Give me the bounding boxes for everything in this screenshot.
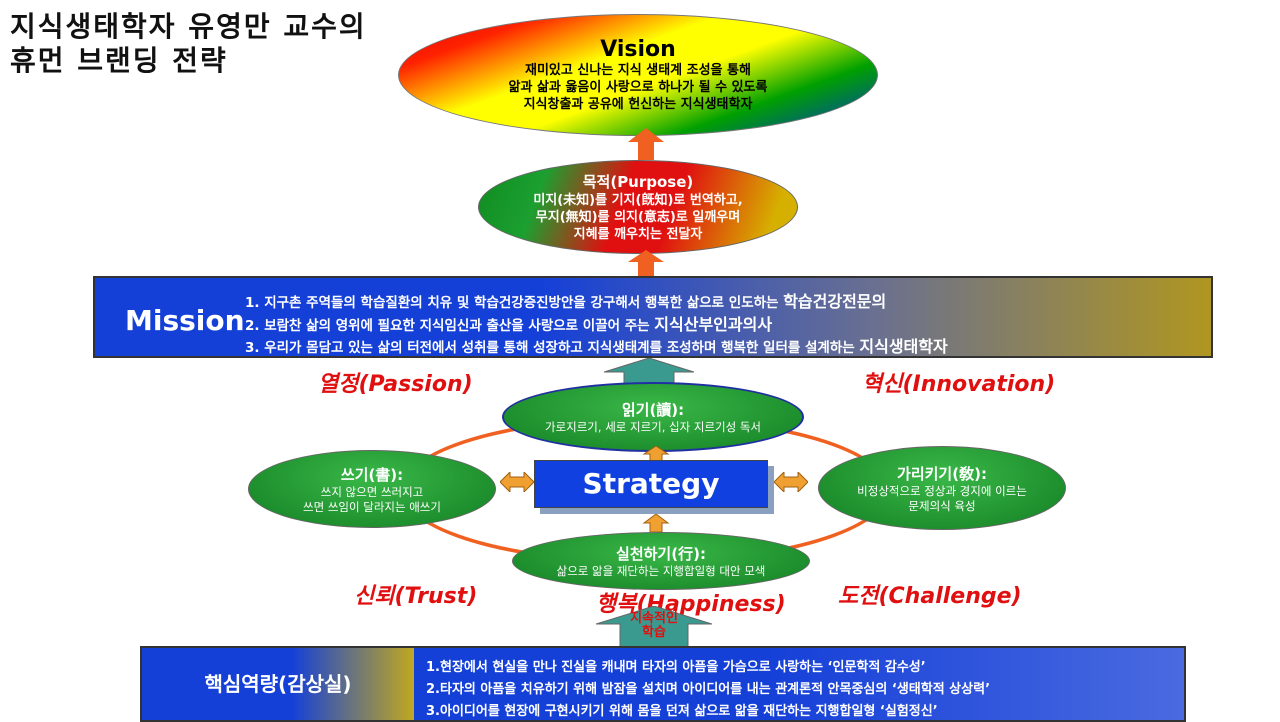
teaching-ellipse: 가리키기(敎): 비정상적으로 정상과 경지에 이르는 문제의식 육성 (818, 446, 1066, 530)
continuous-learning-label: 지속적인 학습 (630, 611, 678, 640)
value-innovation: 혁신(Innovation) (862, 372, 1056, 397)
double-arrow-icon (642, 446, 670, 462)
writing-desc: 쓰면 쓰임이 달라지는 애쓰기 (303, 499, 441, 514)
mission-heading: Mission (125, 304, 245, 337)
mission-item: 2. 보람찬 삶의 영위에 필요한 지식임신과 출산을 사랑으로 이끌어 주는 … (245, 315, 773, 334)
vision-line: 앎과 삶과 옳음이 사랑으로 하나가 될 수 있도록 (508, 80, 768, 95)
core-competence-label: 핵심역량(감상실) (142, 648, 414, 720)
writing-ellipse: 쓰기(書): 쓰지 않으면 쓰러지고 쓰면 쓰임이 달라지는 애쓰기 (248, 450, 496, 528)
reading-ellipse: 읽기(讀): 가로지르기, 세로 지르기, 십자 지르기성 독서 (502, 382, 804, 452)
purpose-line: 지혜를 깨우치는 전달자 (573, 227, 703, 242)
mission-item: 1. 지구촌 주역들의 학습질환의 치유 및 학습건강증진방안을 강구해서 행복… (245, 292, 887, 311)
purpose-ellipse: 목적(Purpose) 미지(未知)를 기지(旣知)로 번역하고, 무지(無知)… (478, 160, 798, 254)
teaching-desc: 비정상적으로 정상과 경지에 이르는 (857, 483, 1027, 498)
practice-ellipse: 실천하기(行): 삶으로 앎을 재단하는 지행합일형 대안 모색 (512, 532, 810, 590)
writing-heading: 쓰기(書): (340, 465, 404, 484)
page-title: 지식생태학자 유영만 교수의 휴먼 브랜딩 전략 (10, 10, 367, 78)
purpose-line: 무지(無知)를 의지(意志)로 일깨우며 (535, 210, 741, 225)
practice-heading: 실천하기(行): (616, 545, 706, 563)
double-arrow-icon (500, 472, 534, 492)
writing-desc: 쓰지 않으면 쓰러지고 (320, 484, 424, 499)
arrow-up-icon (628, 250, 664, 278)
reading-desc: 가로지르기, 세로 지르기, 십자 지르기성 독서 (544, 420, 762, 434)
practice-desc: 삶으로 앎을 재단하는 지행합일형 대안 모색 (556, 564, 766, 578)
title-line-1: 지식생태학자 유영만 교수의 (10, 10, 367, 43)
value-trust: 신뢰(Trust) (354, 584, 478, 609)
double-arrow-icon (774, 472, 808, 492)
arrow-up-icon (604, 358, 694, 386)
arrow-up-icon (628, 128, 664, 160)
core-item: 3.아이디어를 현장에 구현시키기 위해 몸을 던져 삶으로 앎을 재단하는 지… (426, 704, 938, 719)
teaching-desc: 문제의식 육성 (908, 498, 976, 513)
vision-heading: Vision (600, 37, 676, 62)
value-happiness: 행복(Happiness) (596, 592, 786, 617)
double-arrow-icon (642, 514, 670, 532)
purpose-line: 미지(未知)를 기지(旣知)로 번역하고, (533, 193, 743, 208)
reading-heading: 읽기(讀): (621, 401, 685, 419)
vision-line: 재미있고 신나는 지식 생태계 조성을 통해 (525, 63, 751, 78)
vision-line: 지식창출과 공유에 헌신하는 지식생태학자 (523, 97, 753, 112)
mission-box: Mission 1. 지구촌 주역들의 학습질환의 치유 및 학습건강증진방안을… (93, 276, 1213, 358)
purpose-heading: 목적(Purpose) (582, 173, 694, 191)
mission-item: 3. 우리가 몸담고 있는 삶의 터전에서 성취를 통해 성장하고 지식생태계를… (245, 337, 948, 356)
title-line-2: 휴먼 브랜딩 전략 (10, 44, 228, 77)
core-competence-box: 핵심역량(감상실) 1.현장에서 현실을 만나 진실을 캐내며 타자의 아픔을 … (140, 646, 1186, 722)
value-passion: 열정(Passion) (318, 372, 473, 397)
core-item: 1.현장에서 현실을 만나 진실을 캐내며 타자의 아픔을 가슴으로 사랑하는 … (426, 660, 926, 675)
teaching-heading: 가리키기(敎): (897, 464, 987, 483)
vision-ellipse: Vision 재미있고 신나는 지식 생태계 조성을 통해 앎과 삶과 옳음이 … (398, 14, 878, 136)
core-item: 2.타자의 아픔을 치유하기 위해 밤잠을 설치며 아이디어를 내는 관계론적 … (426, 682, 991, 697)
strategy-box: Strategy (534, 460, 768, 508)
value-challenge: 도전(Challenge) (838, 584, 1022, 609)
arrow-up-icon (596, 606, 712, 648)
